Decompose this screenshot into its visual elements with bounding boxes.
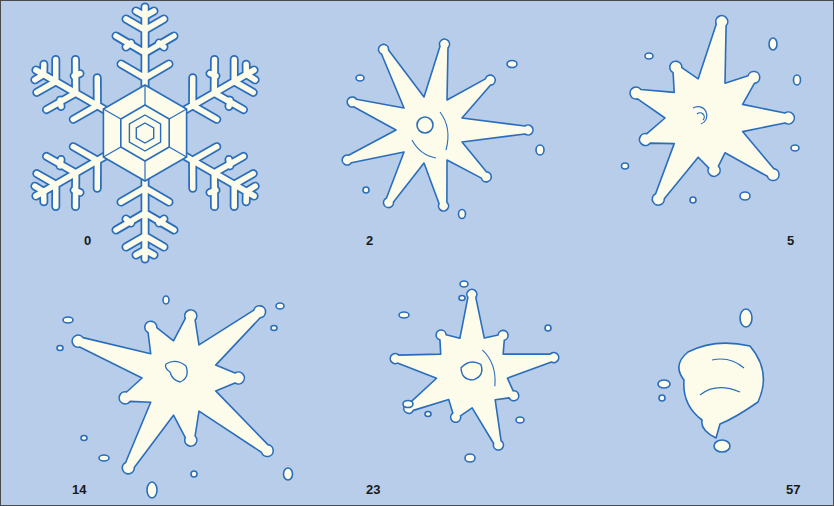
time-label: 23 bbox=[366, 482, 380, 497]
time-label: 57 bbox=[786, 482, 800, 497]
melted-crystals bbox=[57, 16, 801, 498]
time-label: 5 bbox=[787, 233, 794, 248]
melting-crystal bbox=[630, 16, 794, 206]
melting-crystal bbox=[72, 306, 273, 474]
time-label: 0 bbox=[84, 233, 91, 248]
melting-crystal bbox=[342, 39, 533, 211]
time-label: 14 bbox=[72, 482, 86, 497]
melting-crystal bbox=[679, 343, 764, 438]
snowflake-crystal bbox=[21, 7, 268, 259]
melting-crystal bbox=[381, 276, 573, 465]
time-label: 2 bbox=[366, 233, 373, 248]
